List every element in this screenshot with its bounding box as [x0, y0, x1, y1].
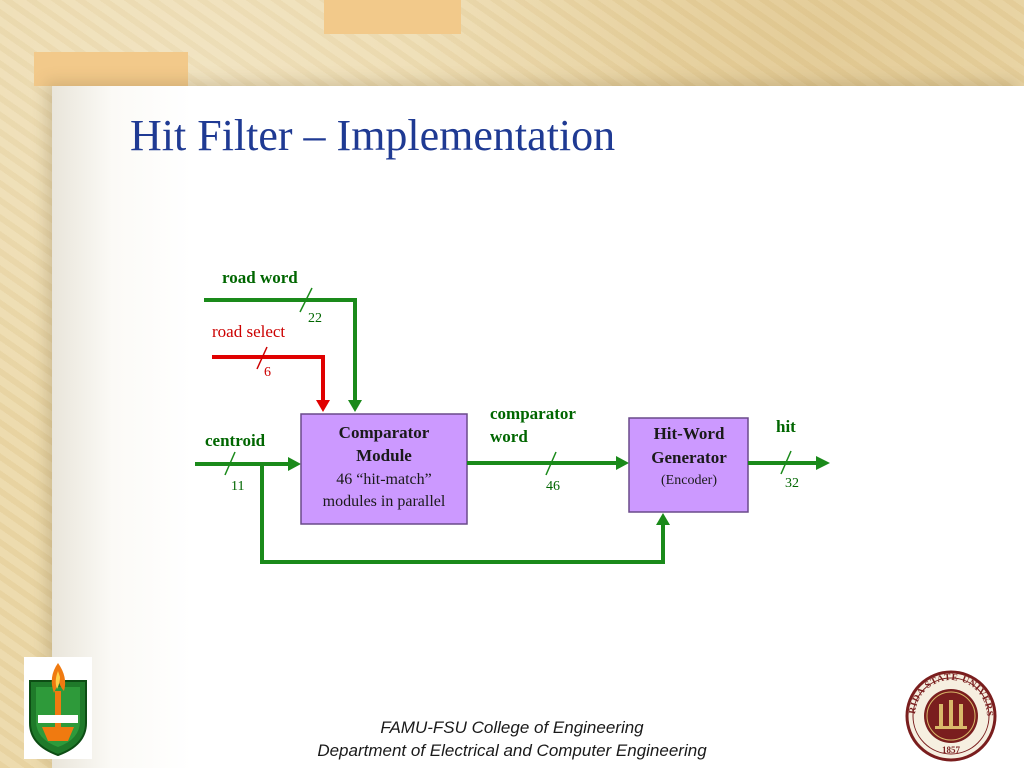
famu-logo	[24, 657, 92, 759]
hit-width: 32	[785, 476, 799, 491]
centroid-bypass-wire	[260, 464, 670, 564]
road-select-label: road select	[212, 322, 285, 341]
slide-content-panel	[52, 86, 1024, 768]
fsu-seal: FLORIDA STATE UNIVERSITY 1857	[905, 670, 997, 762]
comparator-word-wire	[467, 456, 629, 470]
road-word-wire	[204, 298, 362, 412]
comparator-subtitle: Module	[356, 446, 412, 465]
road-word-label: road word	[222, 268, 298, 287]
comparator-word-width: 46	[546, 479, 560, 494]
comparator-count: 46 “hit-match”	[336, 471, 432, 488]
footer-college: FAMU-FSU College of Engineering	[380, 718, 644, 737]
svg-text:1857: 1857	[942, 745, 961, 755]
comparator-description: modules in parallel	[323, 493, 446, 510]
hit-bus-slash	[780, 450, 792, 475]
centroid-width: 11	[231, 479, 244, 494]
comparator-module-block	[300, 413, 468, 525]
footer-department: Department of Electrical and Computer En…	[317, 741, 707, 760]
hit-label: hit	[776, 417, 796, 436]
comparator-word-label-line1: comparator	[490, 404, 576, 423]
road-word-width: 22	[308, 311, 322, 326]
centroid-wire	[195, 457, 301, 471]
comparator-title: Comparator	[339, 423, 430, 442]
hit-word-encoder: (Encoder)	[661, 473, 717, 488]
road-select-width: 6	[264, 365, 271, 380]
centroid-bus-slash	[224, 451, 236, 476]
centroid-label: centroid	[205, 431, 266, 450]
hit-word-subtitle: Generator	[651, 448, 727, 467]
hit-word-title: Hit-Word	[654, 424, 725, 443]
road-select-bus-slash	[256, 346, 268, 370]
road-select-wire	[212, 355, 330, 412]
comparator-word-label-line2: word	[490, 427, 528, 446]
hit-word-generator-block	[628, 417, 749, 513]
slide-title: Hit Filter – Implementation	[130, 111, 616, 160]
decorative-block-top	[324, 0, 461, 34]
decorative-block-left	[34, 52, 188, 86]
hit-output-wire	[748, 456, 830, 470]
road-word-bus-slash	[299, 287, 313, 313]
comparator-word-bus-slash	[545, 451, 557, 476]
